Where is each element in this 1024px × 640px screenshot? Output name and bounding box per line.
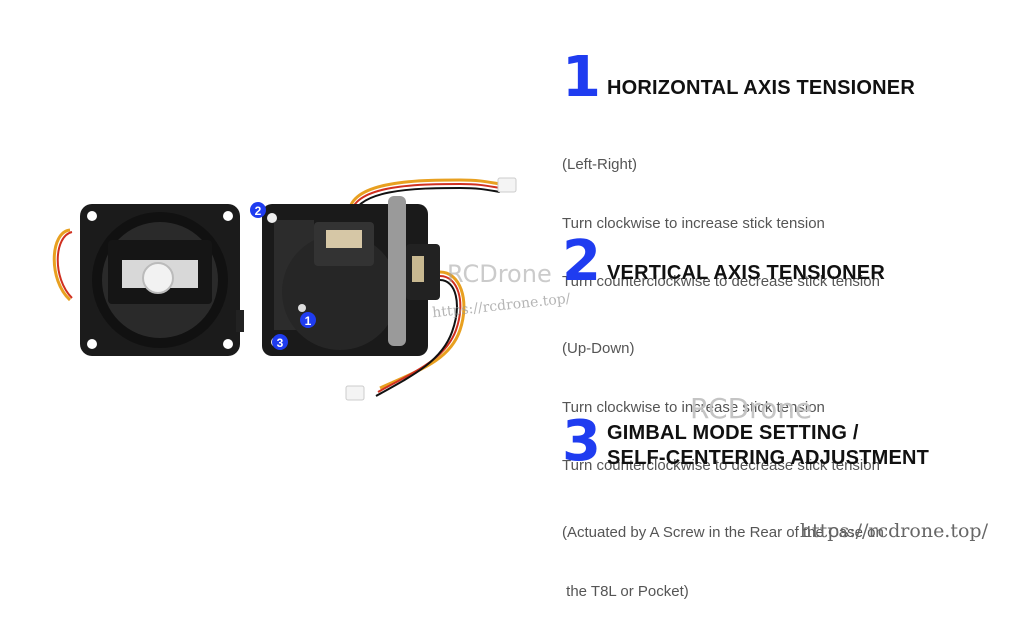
section-3-heading-line-1: GIMBAL MODE SETTING / [607,422,859,444]
marker-1-label: 1 [305,314,312,328]
section-3-heading: GIMBAL MODE SETTING / SELF-CENTERING ADJ… [607,421,929,471]
section-1-line-1: (Left-Right) [562,156,638,173]
marker-1: 1 [300,312,316,328]
footer-url-watermark: https://rcdrone.top/ [799,520,988,542]
marker-3: 3 [272,334,288,350]
section-3-heading-line-2: SELF-CENTERING ADJUSTMENT [607,447,930,469]
section-3-line-2: the T8L or Pocket) [562,582,689,600]
section-1-description: (Left-Right) Turn clockwise to increase … [562,116,880,331]
section-2-line-3: Turn counterclockwise to decrease stick … [562,457,880,474]
gimbal-front-view [52,204,244,356]
section-2-line-1: (Up-Down) [562,340,635,357]
marker-2: 2 [250,202,266,218]
section-2-heading: VERTICAL AXIS TENSIONER [607,262,885,284]
marker-3-label: 3 [277,336,284,350]
section-1-number: 1 [562,45,601,110]
section-1-heading: HORIZONTAL AXIS TENSIONER [607,77,915,99]
section-2-number: 2 [562,229,601,294]
brand-watermark: RCDrone [690,392,813,425]
gimbal-rear-view [262,177,517,401]
section-1-line-3: Turn counterclockwise to decrease stick … [562,273,880,290]
section-3-description: (Actuated by A Screw in the Rear of the … [562,484,884,640]
gimbal-product-photo: 2 1 3 [52,177,517,401]
section-1-line-2: Turn clockwise to increase stick tension [562,214,825,232]
section-3-line-1: (Actuated by A Screw in the Rear of the … [562,524,884,541]
section-2-line-2: Turn clockwise to increase stick tension [562,398,825,416]
section-3-number: 3 [562,409,601,474]
section-2-description: (Up-Down) Turn clockwise to increase sti… [562,300,880,515]
marker-2-label: 2 [255,204,262,218]
photo-brand-watermark: RCDrone [447,260,552,288]
